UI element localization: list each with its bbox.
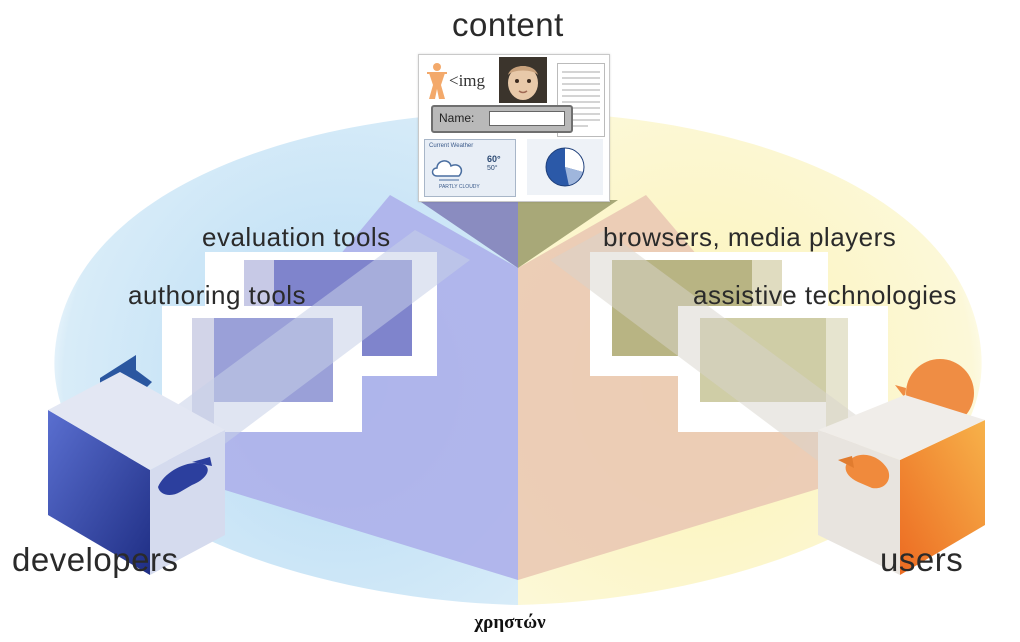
figure-icon [427,63,447,99]
temperature-high: 60° [487,154,501,164]
developer-hand [158,462,208,495]
developers-label: developers [12,541,179,578]
users-label: users [880,541,964,578]
name-field-illustration: Name: [431,105,573,133]
weather-condition: PARTLY CLOUDY [439,184,480,190]
content-right-wedge [518,200,618,268]
weather-widget: Current Weather 60° 50° PARTLY CLOUDY [424,139,516,197]
content-label: content [452,6,564,43]
name-input-box [489,111,565,126]
name-label: Name: [439,111,475,125]
weather-title: Current Weather [429,143,474,149]
developer-figure [48,355,225,575]
pie-chart-icon [545,147,585,187]
browsers-media-players-label: browsers, media players [603,222,897,252]
pie-chart-card [527,139,603,195]
img-tag-text: <img [449,71,486,90]
user-hand [845,454,890,489]
temperature-low: 50° [487,165,498,172]
evaluation-tools-label: evaluation tools [202,222,391,252]
user-beam [550,230,890,470]
authoring-tools-label: authoring tools [128,280,307,310]
developer-screen [48,410,150,575]
assistive-technologies-label: assistive technologies [693,280,957,310]
user-figure [818,359,985,575]
baby-photo-icon [499,57,547,103]
user-screen [900,420,985,575]
caption: χρηστών [474,612,546,633]
accessibility-components-diagram [48,112,985,605]
developer-beam [130,230,470,470]
content-left-wedge [418,200,518,268]
content-collage: <img Name: Curren [418,54,610,202]
cloud-icon [431,160,463,181]
